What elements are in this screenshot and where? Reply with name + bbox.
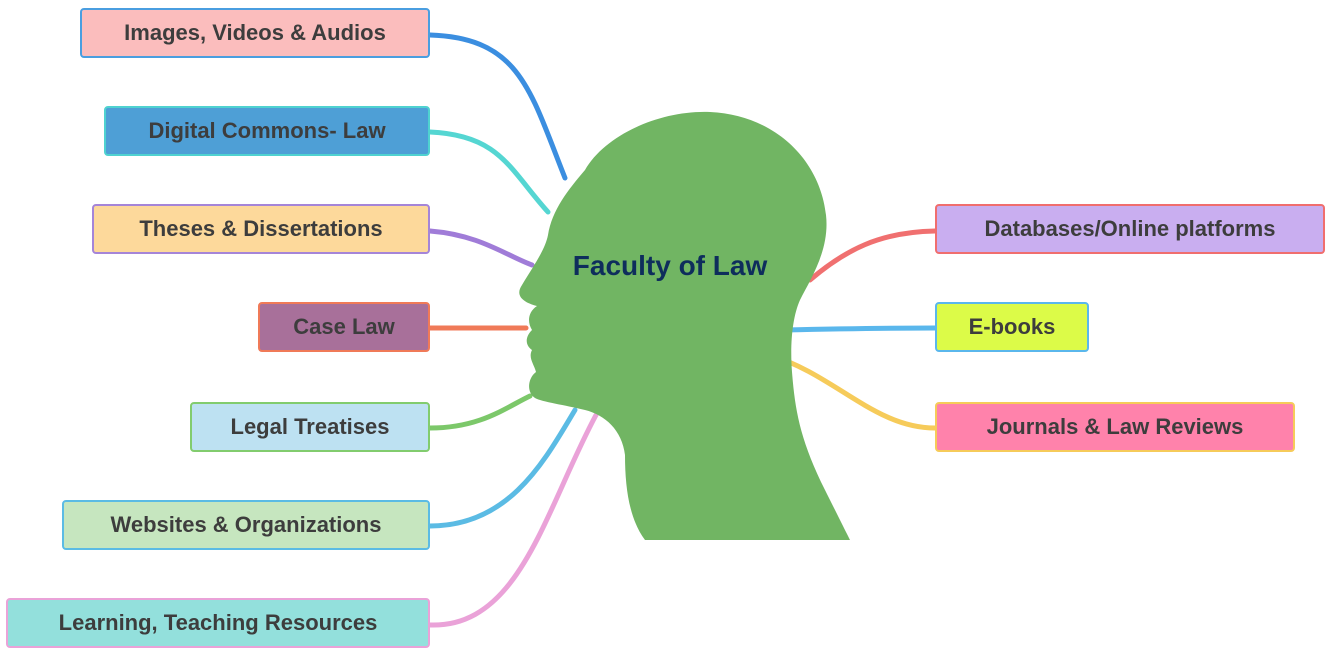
node-learning-teaching-resources[interactable]: Learning, Teaching Resources [6,598,430,648]
node-label: Legal Treatises [230,414,390,439]
connector-digital-commons-law [427,129,551,215]
node-digital-commons-law[interactable]: Digital Commons- Law [104,106,430,156]
node-label: Websites & Organizations [110,512,382,537]
connector-images-videos-audios [427,32,568,181]
node-images-videos-audios[interactable]: Images, Videos & Audios [80,8,430,58]
node-theses-dissertations[interactable]: Theses & Dissertations [92,204,430,254]
node-label: E-books [968,314,1056,339]
head-silhouette [519,111,850,541]
node-websites-organizations[interactable]: Websites & Organizations [62,500,430,550]
connector-e-books [779,325,938,333]
node-label: Case Law [293,314,395,339]
node-case-law[interactable]: Case Law [258,302,430,352]
connector-legal-treatises [427,393,533,431]
node-label: Learning, Teaching Resources [58,610,378,635]
node-label: Journals & Law Reviews [986,414,1244,439]
node-databases-online-platforms[interactable]: Databases/Online platforms [935,204,1325,254]
center-title: Faculty of Law [572,250,768,281]
node-legal-treatises[interactable]: Legal Treatises [190,402,430,452]
node-label: Theses & Dissertations [139,216,383,241]
node-label: Images, Videos & Audios [124,20,386,45]
connector-databases-online-platforms [807,228,938,283]
node-label: Databases/Online platforms [984,216,1276,241]
connector-learning-teaching-resources [427,412,599,628]
connector-websites-organizations [427,407,578,529]
node-journals-law-reviews[interactable]: Journals & Law Reviews [935,402,1295,452]
node-e-books[interactable]: E-books [935,302,1089,352]
connector-theses-dissertations [427,228,535,268]
node-label: Digital Commons- Law [148,118,386,143]
connector-journals-law-reviews [767,352,938,431]
